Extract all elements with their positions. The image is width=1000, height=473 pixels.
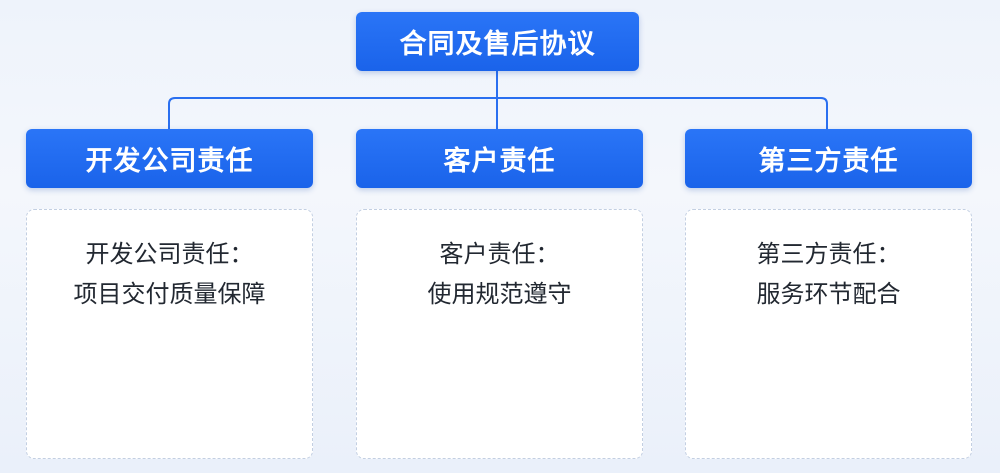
card-line: 客户责任： xyxy=(439,240,560,268)
root-node: 合同及售后协议 xyxy=(356,12,639,71)
branch-developer-title: 开发公司责任 xyxy=(26,129,313,188)
branch-developer-card: 开发公司责任： 项目交付质量保障 xyxy=(26,209,313,459)
card-line: 开发公司责任： xyxy=(85,240,254,268)
branch-client-title: 客户责任 xyxy=(356,129,643,188)
branch-third-party-card: 第三方责任： 服务环节配合 xyxy=(685,209,972,459)
branch-third-party-title: 第三方责任 xyxy=(685,129,972,188)
card-line: 服务环节配合 xyxy=(756,280,901,308)
card-line: 第三方责任： xyxy=(756,240,901,268)
card-line: 使用规范遵守 xyxy=(427,280,572,308)
card-line: 项目交付质量保障 xyxy=(73,280,266,308)
branch-client-card: 客户责任： 使用规范遵守 xyxy=(356,209,643,459)
